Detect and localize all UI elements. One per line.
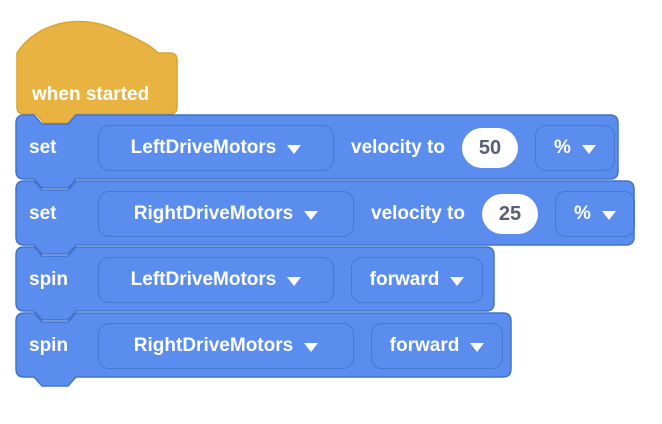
motor-dropdown-value: LeftDriveMotors bbox=[130, 269, 277, 290]
block-keyword: set bbox=[29, 203, 57, 224]
chevron-down-icon bbox=[581, 144, 596, 154]
chevron-down-icon bbox=[304, 210, 319, 220]
chevron-down-icon bbox=[601, 210, 616, 220]
velocity-value-input[interactable]: 25 bbox=[481, 194, 538, 234]
velocity-value-input[interactable]: 50 bbox=[461, 128, 518, 168]
block-keyword: spin bbox=[29, 269, 69, 290]
block-keyword-mid: velocity to bbox=[371, 203, 465, 224]
block-keyword: set bbox=[29, 137, 57, 158]
chevron-down-icon bbox=[287, 276, 302, 286]
block-keyword-mid: velocity to bbox=[351, 137, 445, 158]
block-spin-right[interactable]: spin RightDriveMotors forward bbox=[15, 312, 512, 389]
direction-dropdown[interactable]: forward bbox=[351, 257, 483, 303]
block-keyword: spin bbox=[29, 335, 69, 356]
block-set-velocity-left[interactable]: set LeftDriveMotors velocity to 50 % bbox=[15, 114, 619, 191]
direction-dropdown[interactable]: forward bbox=[371, 323, 503, 369]
block-shape bbox=[15, 246, 495, 321]
motor-dropdown[interactable]: LeftDriveMotors bbox=[98, 125, 334, 171]
motor-dropdown[interactable]: LeftDriveMotors bbox=[98, 257, 334, 303]
motor-dropdown-value: LeftDriveMotors bbox=[130, 137, 277, 158]
unit-dropdown-value: % bbox=[574, 203, 591, 224]
motor-dropdown[interactable]: RightDriveMotors bbox=[98, 323, 354, 369]
motor-dropdown[interactable]: RightDriveMotors bbox=[98, 191, 354, 237]
motor-dropdown-value: RightDriveMotors bbox=[133, 335, 294, 356]
block-set-velocity-right[interactable]: set RightDriveMotors velocity to 25 % bbox=[15, 180, 635, 257]
unit-dropdown-value: % bbox=[554, 137, 571, 158]
hat-block-when-started[interactable]: when started bbox=[16, 19, 178, 125]
chevron-down-icon bbox=[287, 144, 302, 154]
motor-dropdown-value: RightDriveMotors bbox=[133, 203, 294, 224]
chevron-down-icon bbox=[470, 342, 485, 352]
unit-dropdown[interactable]: % bbox=[554, 191, 635, 237]
block-shape bbox=[15, 312, 512, 387]
block-shape bbox=[15, 180, 635, 255]
chevron-down-icon bbox=[304, 342, 319, 352]
hat-block-label: when started bbox=[32, 84, 150, 105]
direction-dropdown-value: forward bbox=[389, 335, 460, 356]
unit-dropdown[interactable]: % bbox=[534, 125, 615, 171]
block-spin-left[interactable]: spin LeftDriveMotors forward bbox=[15, 246, 495, 323]
direction-dropdown-value: forward bbox=[369, 269, 440, 290]
chevron-down-icon bbox=[450, 276, 465, 286]
hat-block-shape bbox=[16, 20, 178, 124]
